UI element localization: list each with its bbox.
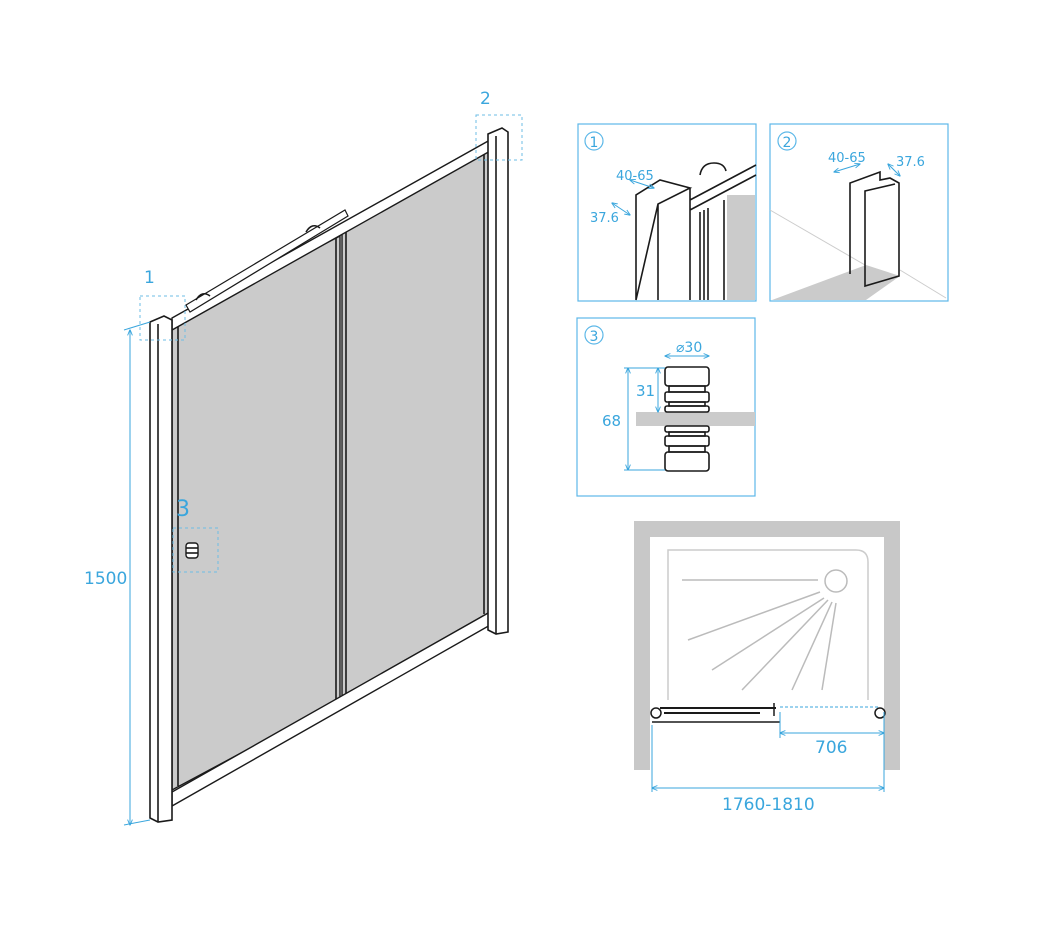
detail-1-number: 1 — [590, 135, 599, 151]
right-wall-profile — [487, 127, 509, 635]
detail-2-number: 2 — [783, 135, 792, 151]
left-wall-profile — [149, 315, 173, 823]
callout-label-3: 3 — [176, 497, 190, 522]
tray-slope-lines — [682, 579, 837, 691]
callout-box-3 — [172, 527, 219, 573]
callout-label-2: 2 — [480, 89, 491, 109]
callout-box-2 — [475, 114, 523, 161]
door-isometric-view: 1 2 3 1500 — [84, 89, 523, 825]
detail-1-width-label: 40-65 — [616, 169, 654, 184]
door-knob — [185, 542, 199, 559]
left-glass-panel — [171, 234, 341, 792]
callout-label-1: 1 — [144, 268, 155, 288]
detail-3-panel: 3 ⌀30 31 68 — [576, 317, 756, 497]
detail-2-panel: 2 40-65 37.6 — [769, 123, 949, 302]
detail-2-depth-label: 37.6 — [896, 155, 925, 170]
detail-3-number: 3 — [590, 329, 599, 345]
right-glass-panel — [341, 148, 491, 698]
detail-1-depth-label: 37.6 — [590, 211, 619, 226]
detail-2-width-label: 40-65 — [828, 151, 866, 166]
plan-view: 706 1760-1810 — [634, 521, 900, 815]
height-dimension-label: 1500 — [84, 569, 127, 589]
detail-3-total-label: 68 — [602, 412, 621, 430]
total-width-dimension: 1760-1810 — [722, 795, 815, 815]
detail-1-panel: 1 40-65 37.6 — [577, 123, 757, 302]
detail-3-diameter-label: ⌀30 — [676, 340, 702, 356]
detail-3-upper-label: 31 — [636, 382, 655, 400]
callout-box-1 — [139, 295, 186, 341]
door-opening-dimension: 706 — [815, 738, 847, 758]
